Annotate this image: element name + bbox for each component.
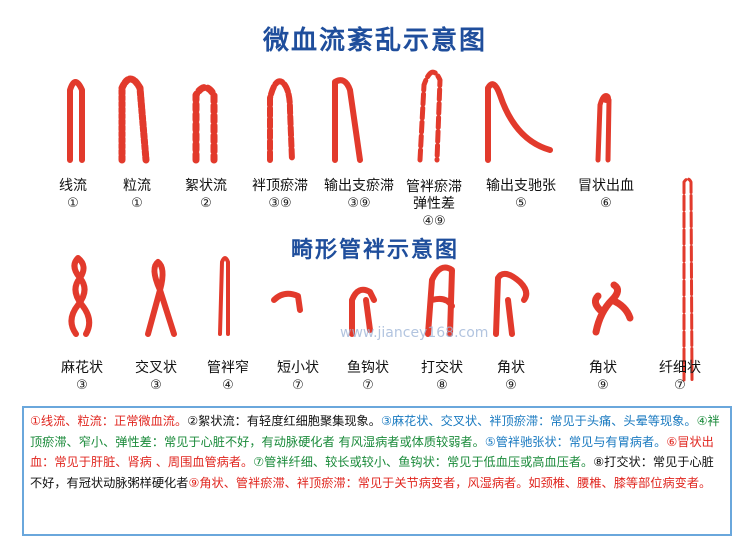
capillary-efferent-stasis xyxy=(332,77,363,163)
note-8: ⑧打交状：常见于心脏不好，有冠状动脉粥样硬化者 xyxy=(30,455,714,490)
note-4: ④袢顶瘀滞、窄小、弹性差：常见于心脏不好，有动脉硬化者 有风湿病者或体质较弱者。 xyxy=(30,414,720,449)
capillary-crossed xyxy=(145,259,177,337)
capillary-fishhook xyxy=(349,286,377,337)
note-3: ③麻花状、交叉状、袢顶瘀滞：常见于头痛、头晕等现象。 xyxy=(380,414,697,428)
capillary-apex-stasis xyxy=(267,78,295,163)
note-6: ⑥冒状出血：常见于肝脏、肾病 、周围血管病者。 xyxy=(30,434,714,470)
diagram-title-bottom: 畸形管袢示意图 xyxy=(290,237,459,263)
note-7: ⑦管袢纤细、较长或较小、鱼钩状：常见于低血压或高血压者。 xyxy=(253,455,594,469)
capillary-angular-1 xyxy=(493,270,530,337)
capillary-twisted xyxy=(68,255,93,337)
note-9: ⑨角状、管袢瘀滞、袢顶瘀滞：常见于关节病变者，风湿病者。如颈椎、腰椎、膝等部位病… xyxy=(188,475,712,490)
capillary-poor-elasticity xyxy=(417,69,443,163)
notes-box: ①线流、粒流：正常微血流。②絮状流：有轻度红细胞聚集现象。③麻花状、交叉状、袢顶… xyxy=(22,406,732,536)
note-5: ⑤管袢驰张状：常见与有胃病者。 xyxy=(484,434,667,449)
capillary-angular-2 xyxy=(591,281,634,336)
capillary-granular-flow xyxy=(118,75,150,164)
watermark-text: www.jiancey168.com xyxy=(340,325,489,341)
capillary-efferent-relaxation xyxy=(485,81,553,163)
note-1: ①线流、粒流：正常微血流。 xyxy=(30,414,188,428)
capillary-crossing xyxy=(425,264,455,337)
capillary-floc-flow xyxy=(192,84,218,164)
diagram-title-top: 微血流紊乱示意图 xyxy=(262,26,487,56)
capillary-slender-long xyxy=(682,177,694,382)
capillary-narrow xyxy=(218,256,230,336)
capillary-cap-hemorrhage xyxy=(595,93,612,163)
capillary-short xyxy=(271,290,303,313)
note-2: ②絮状流：有轻度红细胞聚集现象。 xyxy=(187,414,381,428)
capillary-line-flow xyxy=(67,79,85,163)
